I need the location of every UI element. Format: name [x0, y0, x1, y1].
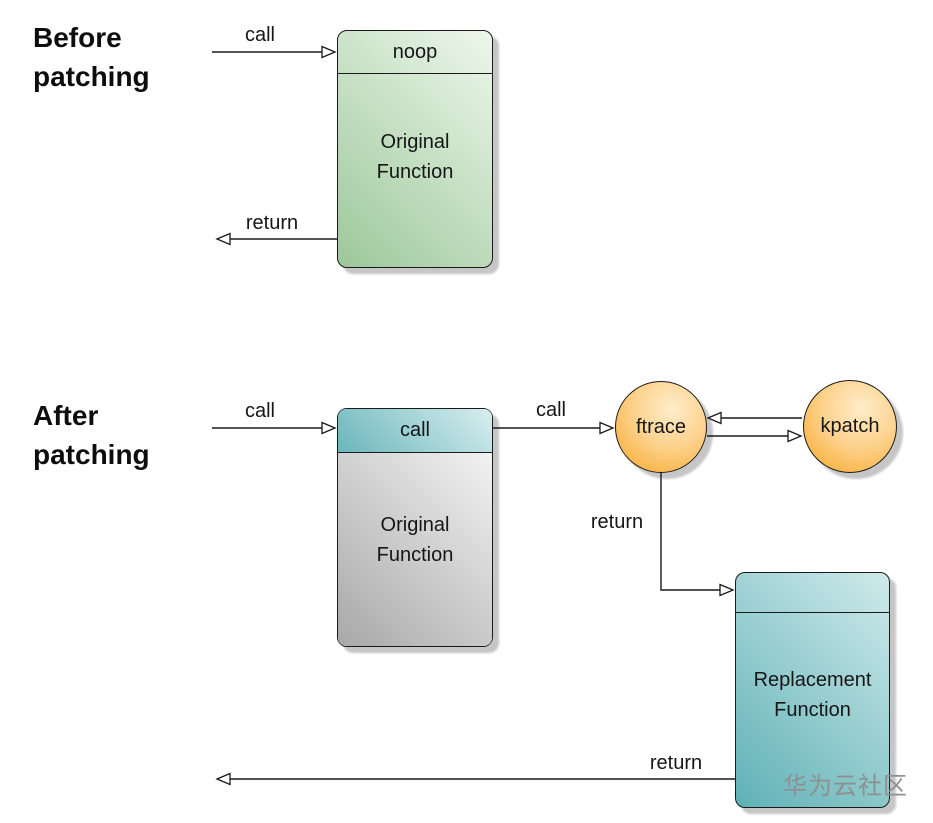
before-patching-title: Before patching	[33, 22, 150, 92]
ftrace-to-kpatch-arrowhead-icon	[787, 429, 803, 443]
after-patching-title: After patching	[33, 400, 150, 470]
after-original-function-box: call Original Function	[337, 408, 493, 647]
after-original-function-label: Original Function	[338, 453, 492, 646]
before-original-function-box: noop Original Function	[337, 30, 493, 268]
ftrace-return-label: return	[590, 511, 644, 533]
box-to-ftrace-arrowhead-icon	[599, 421, 615, 435]
after-call-mid-label: call	[535, 399, 566, 421]
kpatch-label: kpatch	[820, 415, 880, 437]
ftrace-return-arrowhead-icon	[719, 583, 735, 597]
replacement-empty-header	[736, 573, 889, 613]
before-original-function-label: Original Function	[376, 131, 454, 183]
replacement-function-box: Replacement Function	[735, 572, 890, 808]
ftrace-label: ftrace	[635, 415, 687, 438]
kpatch-node: kpatch	[803, 380, 897, 473]
before-call-label: call	[244, 24, 275, 46]
ftrace-return-path	[660, 473, 720, 591]
after-call-left-label: call	[244, 400, 275, 422]
before-return-label: return	[245, 212, 299, 234]
ftrace-node: ftrace	[615, 381, 707, 473]
replacement-function-label: Replacement Function	[753, 668, 872, 721]
before-call-arrowhead-icon	[321, 45, 337, 59]
bottom-return-label: return	[649, 752, 703, 774]
kpatch-to-ftrace-arrowhead-icon	[706, 411, 722, 425]
replacement-return-arrowhead-icon	[215, 772, 231, 786]
before-return-arrowhead-icon	[215, 232, 231, 246]
noop-header: noop	[338, 31, 492, 74]
after-call-arrowhead-icon	[321, 421, 337, 435]
call-header: call	[338, 409, 492, 453]
huawei-cloud-watermark: 华为云社区	[783, 772, 908, 800]
